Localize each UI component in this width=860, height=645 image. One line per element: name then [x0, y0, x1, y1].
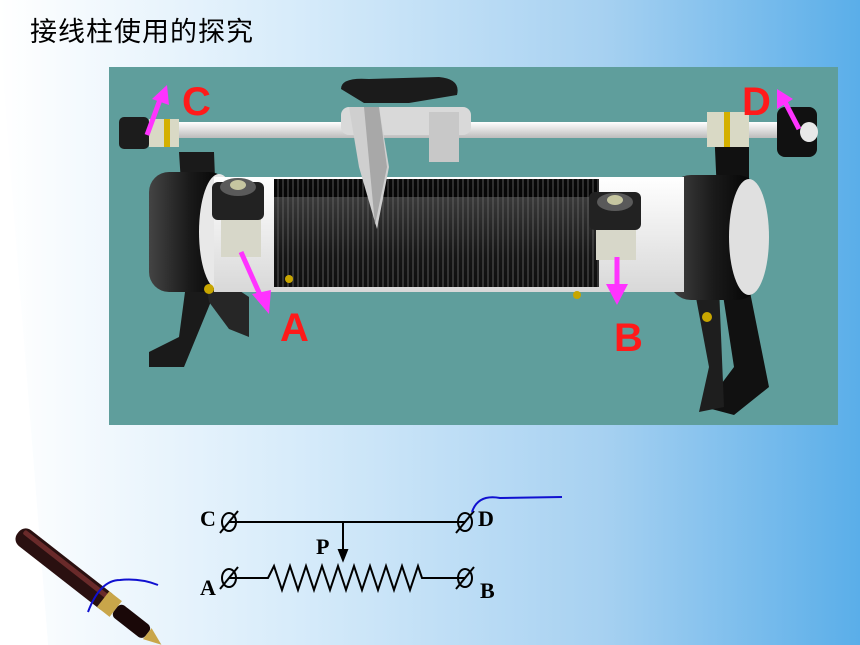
slide-title: 接线柱使用的探究 [30, 17, 254, 48]
resistor-zigzag [229, 562, 465, 594]
terminal-d [707, 107, 818, 157]
screw [204, 284, 214, 294]
screw [285, 275, 293, 283]
right-end-cap [669, 175, 769, 300]
terminal-symbol-b [455, 566, 475, 590]
terminal-a [212, 178, 264, 257]
slider-rod [149, 122, 799, 138]
ink-stroke-pen [87, 578, 159, 613]
schematic-label-c: C [200, 506, 216, 531]
rheostat-photo [109, 67, 838, 425]
schematic-label-a: A [200, 575, 216, 600]
terminal-symbol-d [455, 510, 475, 534]
ink-stroke-d [471, 496, 563, 513]
screw [702, 312, 712, 322]
slider-contact [341, 77, 471, 229]
photo-label-d: D [742, 80, 771, 124]
schematic-label-d: D [478, 506, 494, 531]
resistance-coil [274, 179, 599, 287]
arrow-a [238, 250, 271, 314]
arrow-d [777, 89, 802, 131]
arrow-c [144, 85, 169, 136]
arrow-b [606, 257, 628, 305]
photo-label-b: B [614, 316, 643, 360]
slider-arrowhead [337, 549, 349, 563]
terminal-c [119, 117, 179, 149]
terminal-b [589, 192, 641, 260]
terminal-symbol-c [219, 510, 239, 534]
terminal-symbol-a [219, 566, 239, 590]
photo-label-a: A [280, 306, 309, 350]
schematic-label-b: B [480, 578, 495, 603]
screw [573, 291, 581, 299]
photo-label-c: C [182, 80, 211, 124]
schematic-label-p: P [316, 534, 330, 559]
